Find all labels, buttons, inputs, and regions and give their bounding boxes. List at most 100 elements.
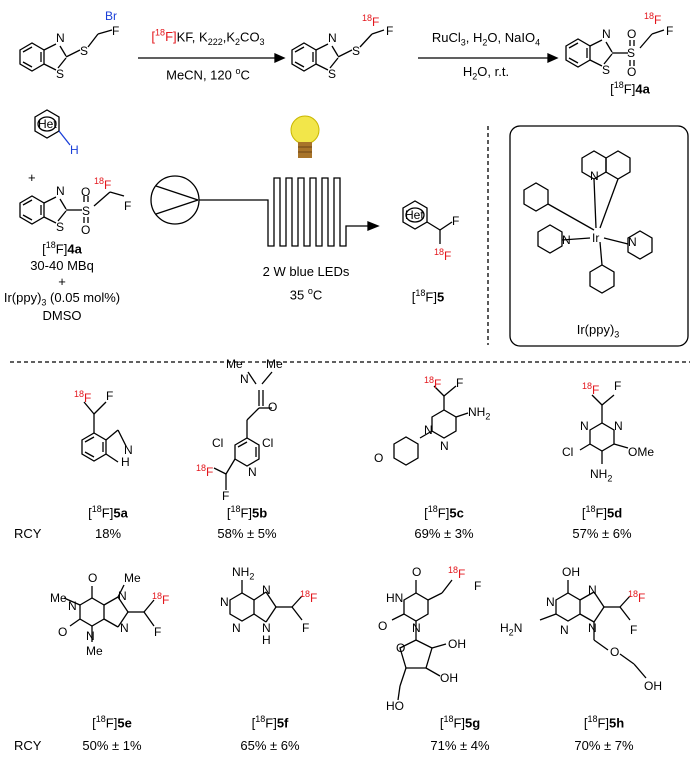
atom-18F: 18F [362, 13, 380, 29]
atom-Br: Br [105, 9, 117, 23]
atom-N: N [240, 372, 249, 386]
product-4a-structure [565, 29, 665, 68]
atom-18F: 18F [152, 591, 170, 607]
atom-O: O [610, 645, 620, 659]
plus-sign: + [28, 170, 36, 185]
atom-N: N [560, 623, 569, 637]
compound-5h-structure [539, 580, 647, 679]
compound-5c-structure [393, 385, 469, 466]
compound-5c-label: [18F]5c [424, 504, 464, 521]
ir-ppy3-structure [523, 150, 653, 294]
product-5-label: [18F]5 [411, 288, 445, 305]
atom-N: N [56, 184, 65, 198]
atom-O: O [627, 65, 637, 79]
catalyst-box [509, 125, 689, 347]
atom-N: N [602, 27, 611, 41]
atom-H2N: H2N [500, 621, 523, 638]
atom-H: H [121, 455, 130, 469]
atom-N: N [328, 31, 337, 45]
compound-5h-label: [18F]5h [583, 714, 625, 731]
compound-5a-structure [81, 401, 127, 463]
atom-OH: OH [440, 671, 458, 685]
atom-OMe: OMe [628, 445, 655, 459]
atom-F: F [452, 214, 460, 228]
compound-5b-label: [18F]5b [226, 504, 268, 521]
compound-5a-label: [18F]5a [88, 504, 128, 521]
atom-18F: 18F [196, 463, 214, 479]
catalyst-label: Ir(ppy)3 (0.05 mol%) [3, 290, 121, 308]
temperature-label: 35 oC [289, 286, 323, 303]
atom-N: N [562, 233, 571, 247]
step1-conditions: MeCN, 120 oC [166, 66, 250, 83]
atom-Me: Me [266, 357, 283, 371]
atom-O: O [58, 625, 68, 639]
compound-5f-structure [229, 580, 303, 623]
atom-N: N [220, 595, 229, 609]
compound-5f-rcy: 65% ± 6% [240, 738, 300, 753]
atom-N: N [614, 419, 623, 433]
atom-N: N [412, 621, 421, 635]
compound-5a-rcy: 18% [94, 526, 122, 541]
atom-S: S [80, 44, 89, 58]
atom-O: O [396, 641, 406, 655]
atom-Cl: Cl [212, 436, 224, 450]
atom-F: F [456, 376, 464, 390]
step2-conditions: H2O, r.t. [462, 64, 510, 82]
het-label: Het [38, 117, 57, 131]
atom-N: N [590, 169, 599, 183]
atom-N: N [588, 583, 597, 597]
atom-HN: HN [386, 591, 404, 605]
atom-N: N [546, 595, 555, 609]
atom-OH: OH [562, 565, 580, 579]
atom-F: F [112, 24, 120, 38]
atom-S: S [602, 63, 611, 77]
reagent-4a-label: [18F]4a [42, 240, 82, 257]
compound-5g-label: [18F]5g [439, 714, 481, 731]
atom-O: O [268, 400, 278, 414]
light-label: 2 W blue LEDs [262, 264, 350, 279]
compound-5e-rcy: 50% ± 1% [82, 738, 142, 753]
plus-sign-2: + [58, 274, 66, 289]
product-5-structure [402, 200, 453, 244]
compound-5d-label: [18F]5d [581, 504, 623, 521]
atom-O: O [81, 223, 91, 237]
arrow-head-2 [547, 52, 559, 64]
atom-S: S [82, 204, 91, 218]
compound-5g-rcy: 71% ± 4% [430, 738, 490, 753]
pump-icon [150, 175, 200, 225]
atom-Me: Me [86, 644, 103, 658]
atom-S: S [56, 67, 65, 81]
atom-S: S [627, 46, 636, 60]
pump-line-1 [155, 185, 199, 201]
atom-Me: Me [124, 571, 141, 585]
compound-5h-rcy: 70% ± 7% [574, 738, 634, 753]
light-bulb-icon [290, 115, 320, 158]
atom-N: N [262, 621, 271, 635]
activity-label: 30-40 MBq [30, 258, 94, 273]
atom-OH: OH [644, 679, 662, 693]
atom-18F: 18F [628, 589, 646, 605]
atom-N: N [588, 621, 597, 635]
compound-5d-structure [579, 394, 629, 464]
atom-N: N [118, 589, 127, 603]
atom-F: F [386, 24, 394, 38]
atom-N: N [232, 621, 241, 635]
c-h-bond [58, 130, 71, 146]
atom-18F: 18F [582, 381, 600, 397]
atom-NH2: NH2 [468, 405, 491, 422]
atom-N: N [424, 423, 433, 437]
atom-F: F [666, 24, 674, 38]
atom-S: S [328, 67, 337, 81]
solvent-label: DMSO [42, 308, 82, 323]
atom-18F: 18F [74, 389, 92, 405]
atom-O: O [412, 565, 422, 579]
compound-5b-rcy: 58% ± 5% [217, 526, 277, 541]
atom-18F: 18F [434, 247, 452, 263]
atom-N: N [124, 443, 133, 457]
compound-5g-structure [391, 579, 453, 701]
atom-Cl: Cl [562, 445, 574, 459]
atom-N: N [580, 419, 589, 433]
atom-OH: OH [448, 637, 466, 651]
atom-O: O [627, 27, 637, 41]
